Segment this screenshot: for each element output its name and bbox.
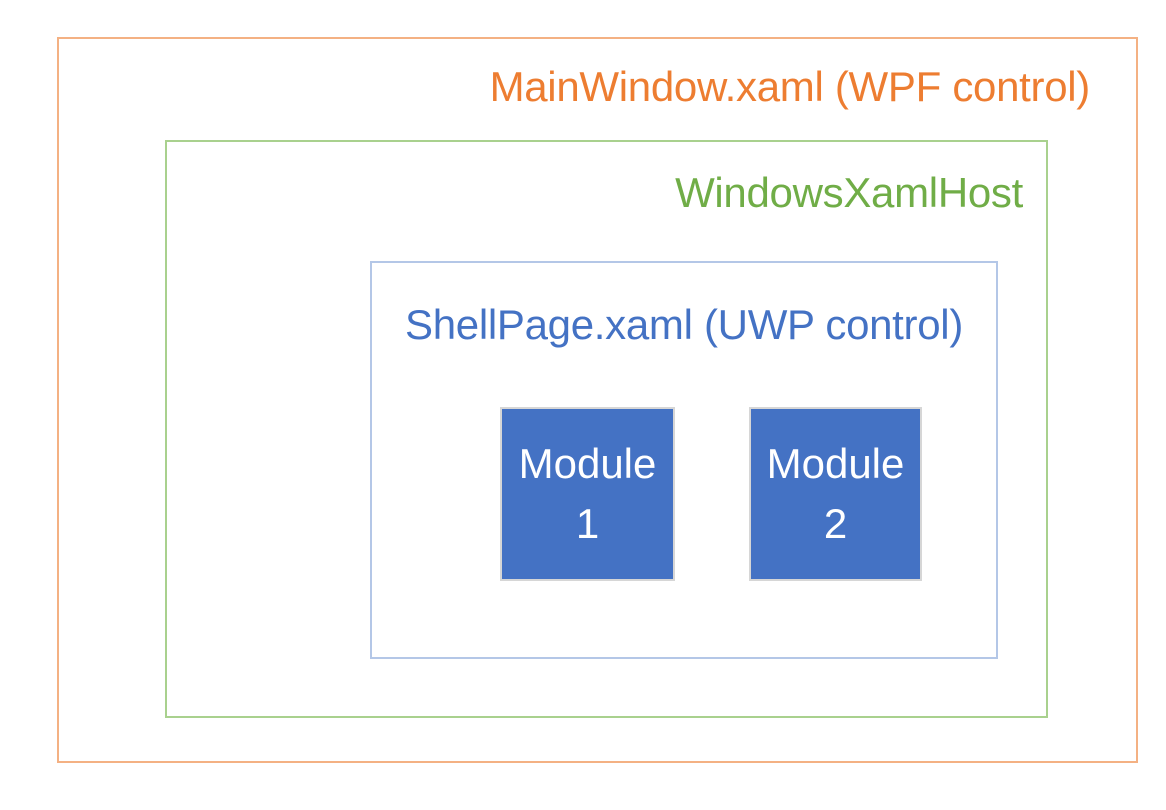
module-1-label: Module 1 bbox=[519, 434, 657, 553]
module-1-label-line2: 1 bbox=[575, 500, 600, 547]
mainwindow-label: MainWindow.xaml (WPF control) bbox=[489, 63, 1091, 110]
windowsxamlhost-label: WindowsXamlHost bbox=[675, 169, 1023, 216]
module-2-label: Module 2 bbox=[767, 434, 905, 553]
module-2-box: Module 2 bbox=[749, 407, 922, 581]
shellpage-box: ShellPage.xaml (UWP control) Module 1 Mo… bbox=[370, 261, 998, 659]
module-2-label-line2: 2 bbox=[823, 500, 848, 547]
module-1-label-line1: Module bbox=[518, 440, 657, 488]
shellpage-label: ShellPage.xaml (UWP control) bbox=[404, 301, 964, 348]
mainwindow-box: MainWindow.xaml (WPF control) WindowsXam… bbox=[57, 37, 1138, 763]
module-1-box: Module 1 bbox=[500, 407, 675, 581]
windowsxamlhost-box: WindowsXamlHost ShellPage.xaml (UWP cont… bbox=[165, 140, 1048, 718]
module-2-label-line1: Module bbox=[766, 440, 905, 488]
